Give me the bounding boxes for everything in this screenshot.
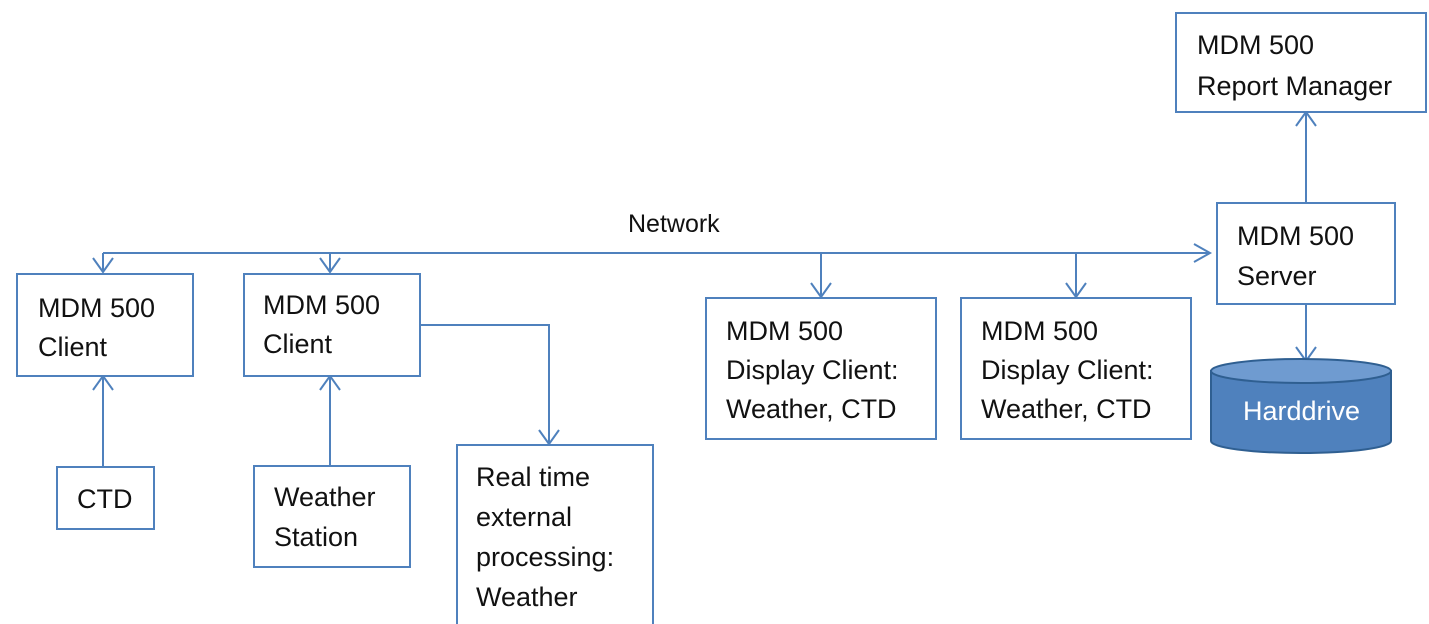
ctd-label: CTD	[77, 484, 133, 514]
report-manager-node: MDM 500 Report Manager	[1175, 12, 1427, 113]
display-client-1-node: MDM 500 Display Client: Weather, CTD	[705, 297, 937, 440]
harddrive-cylinder-body	[1210, 370, 1392, 454]
weather-station-node: Weather Station	[253, 465, 411, 568]
bus-to-client-ctd-arrowhead	[92, 257, 114, 274]
server-node: MDM 500 Server	[1216, 202, 1396, 305]
display-client-2-line3: Weather, CTD	[981, 394, 1152, 424]
ctd-node: CTD	[56, 466, 155, 530]
realtime-processing-line2: external	[476, 502, 572, 532]
realtime-processing-line3: processing:	[476, 542, 614, 572]
harddrive-node: Harddrive	[1210, 358, 1392, 454]
weather-station-line1: Weather	[274, 482, 376, 512]
client-ctd-line2: Client	[38, 332, 108, 362]
bus-to-client-weather-arrowhead	[319, 257, 341, 274]
server-line1: MDM 500	[1237, 221, 1354, 251]
realtime-processing-line1: Real time	[476, 462, 590, 492]
display-client-2-line2: Display Client:	[981, 355, 1154, 385]
realtime-processing-node: Real time external processing: Weather	[456, 444, 654, 624]
display-client-1-line3: Weather, CTD	[726, 394, 897, 424]
client-weather-line1: MDM 500	[263, 290, 380, 320]
client-weather-node: MDM 500 Client	[243, 273, 421, 377]
harddrive-label: Harddrive	[1243, 396, 1360, 426]
weather-station-line2: Station	[274, 522, 358, 552]
server-line2: Server	[1237, 261, 1317, 291]
client-ctd-line1: MDM 500	[38, 293, 155, 323]
client-ctd-node: MDM 500 Client	[16, 273, 194, 377]
client-weather-line2: Client	[263, 329, 333, 359]
report-manager-line1: MDM 500	[1197, 30, 1314, 60]
network-label: Network	[628, 210, 720, 238]
display-client-2-line1: MDM 500	[981, 316, 1098, 346]
realtime-processing-line4: Weather	[476, 582, 578, 612]
display-client-1-line1: MDM 500	[726, 316, 843, 346]
client-to-realtime-connector	[421, 324, 550, 443]
display-client-1-line2: Display Client:	[726, 355, 899, 385]
display-client-2-node: MDM 500 Display Client: Weather, CTD	[960, 297, 1192, 440]
report-manager-line2: Report Manager	[1197, 71, 1392, 101]
network-arrow-right-to-server	[1193, 243, 1213, 263]
harddrive-cylinder-top	[1210, 358, 1392, 384]
